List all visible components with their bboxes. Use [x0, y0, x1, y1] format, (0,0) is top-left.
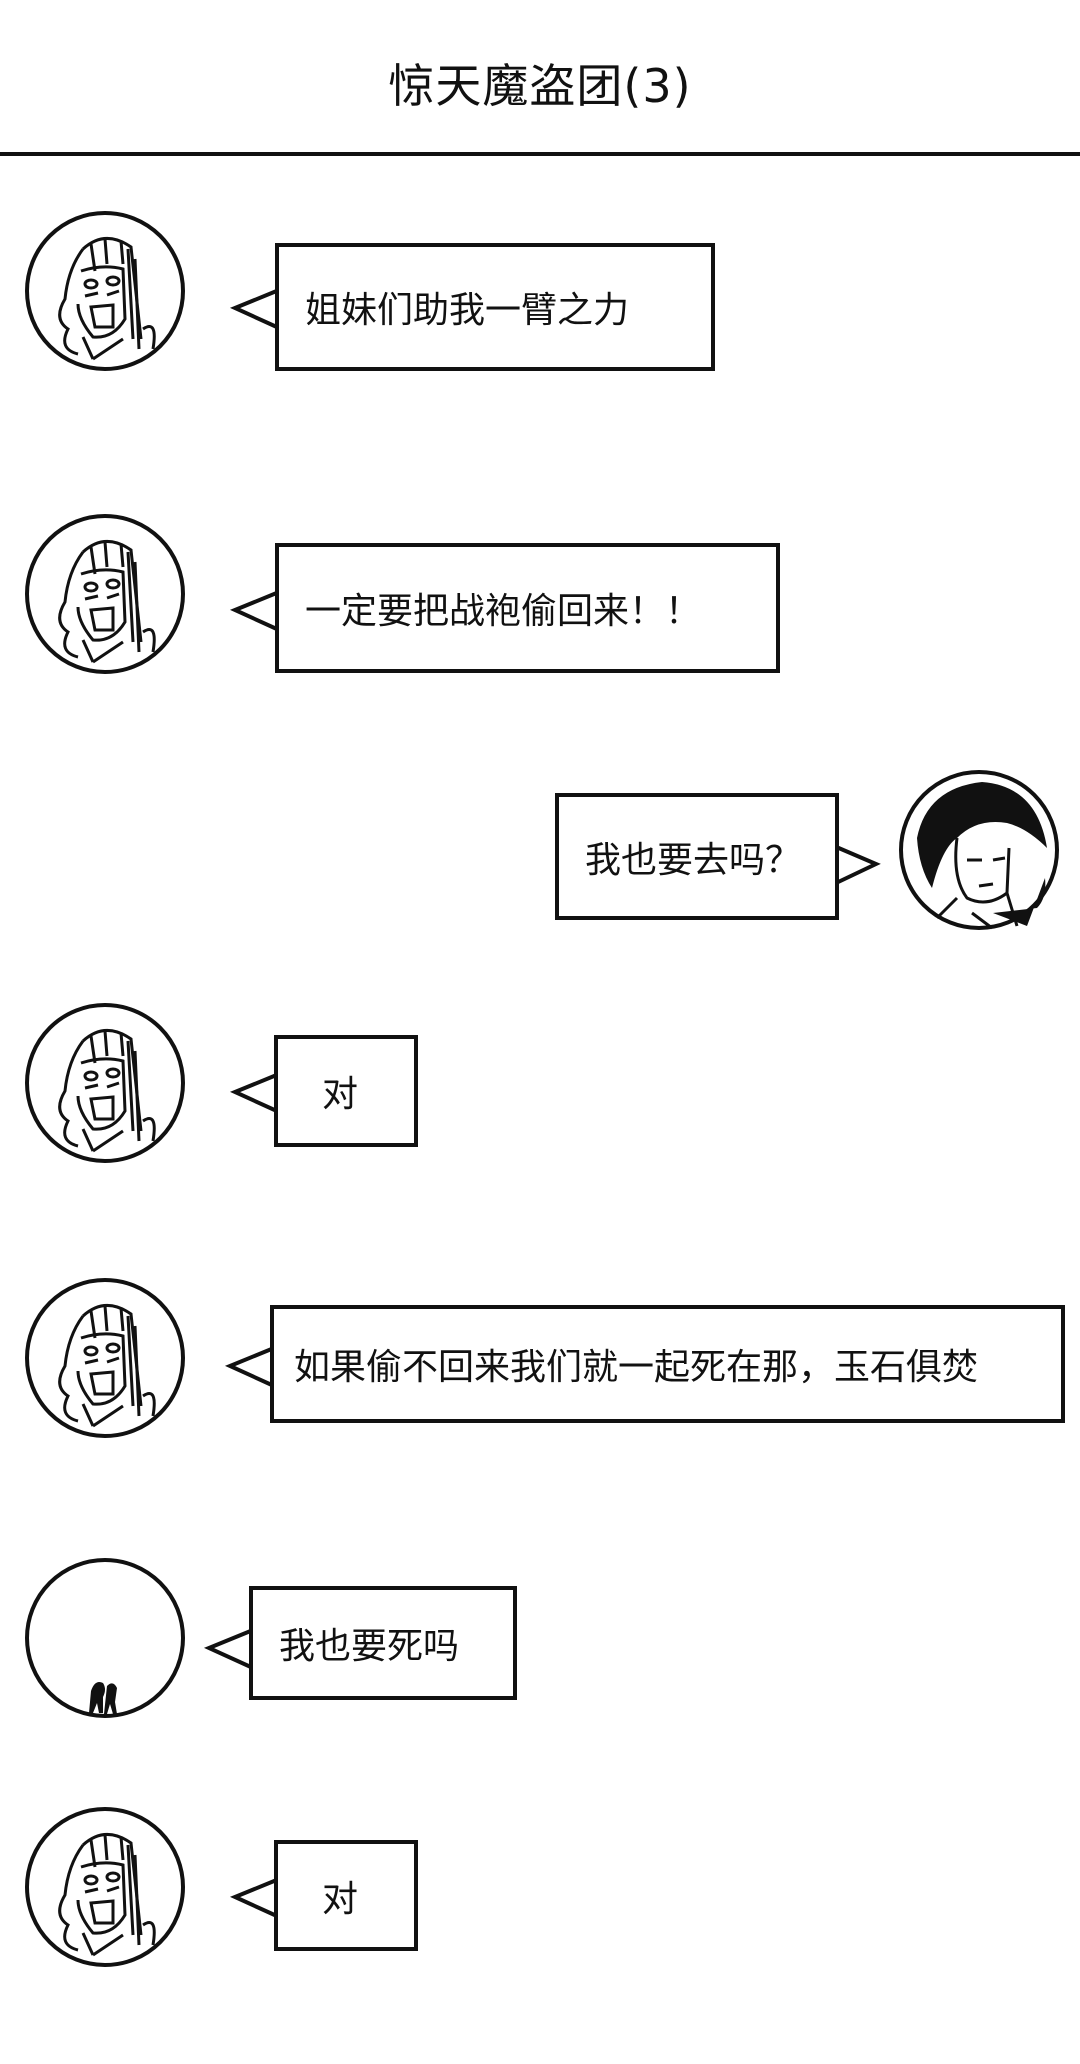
message-bubble: 我也要死吗 [249, 1586, 517, 1700]
tiny-figures-avatar[interactable] [23, 1556, 187, 1720]
message-text: 一定要把战袍偷回来！！ [305, 591, 702, 632]
bubble-tail [833, 844, 881, 886]
girl-avatar[interactable] [23, 1276, 187, 1440]
girl-avatar[interactable] [23, 209, 187, 373]
message-bubble: 姐妹们助我一臂之力 [275, 243, 715, 371]
message-text: 如果偷不回来我们就一起死在那，玉石俱焚 [294, 1347, 979, 1388]
bubble-tail [229, 1877, 280, 1919]
message-text: 姐妹们助我一臂之力 [305, 290, 630, 331]
header-divider [0, 152, 1080, 156]
message-bubble: 对 [274, 1035, 418, 1147]
chat-title: 惊天魔盗团(3) [388, 59, 692, 113]
message-text: 我也要死吗 [279, 1626, 460, 1667]
message-bubble: 一定要把战袍偷回来！！ [275, 543, 780, 673]
message-bubble: 我也要去吗？ [555, 793, 839, 920]
message-text: 对 [322, 1074, 359, 1115]
boy-avatar[interactable] [897, 768, 1061, 932]
message-bubble: 对 [274, 1840, 418, 1951]
bubble-tail [229, 1072, 280, 1114]
message-bubble: 如果偷不回来我们就一起死在那，玉石俱焚 [270, 1305, 1065, 1423]
bubble-tail [224, 1346, 275, 1388]
message-text: 对 [322, 1878, 359, 1920]
bubble-tail [203, 1628, 254, 1670]
girl-avatar[interactable] [23, 1805, 187, 1969]
message-text: 我也要去吗？ [585, 839, 802, 881]
girl-avatar[interactable] [23, 512, 187, 676]
bubble-tail [229, 590, 280, 632]
girl-avatar[interactable] [23, 1001, 187, 1165]
bubble-tail [229, 288, 280, 330]
